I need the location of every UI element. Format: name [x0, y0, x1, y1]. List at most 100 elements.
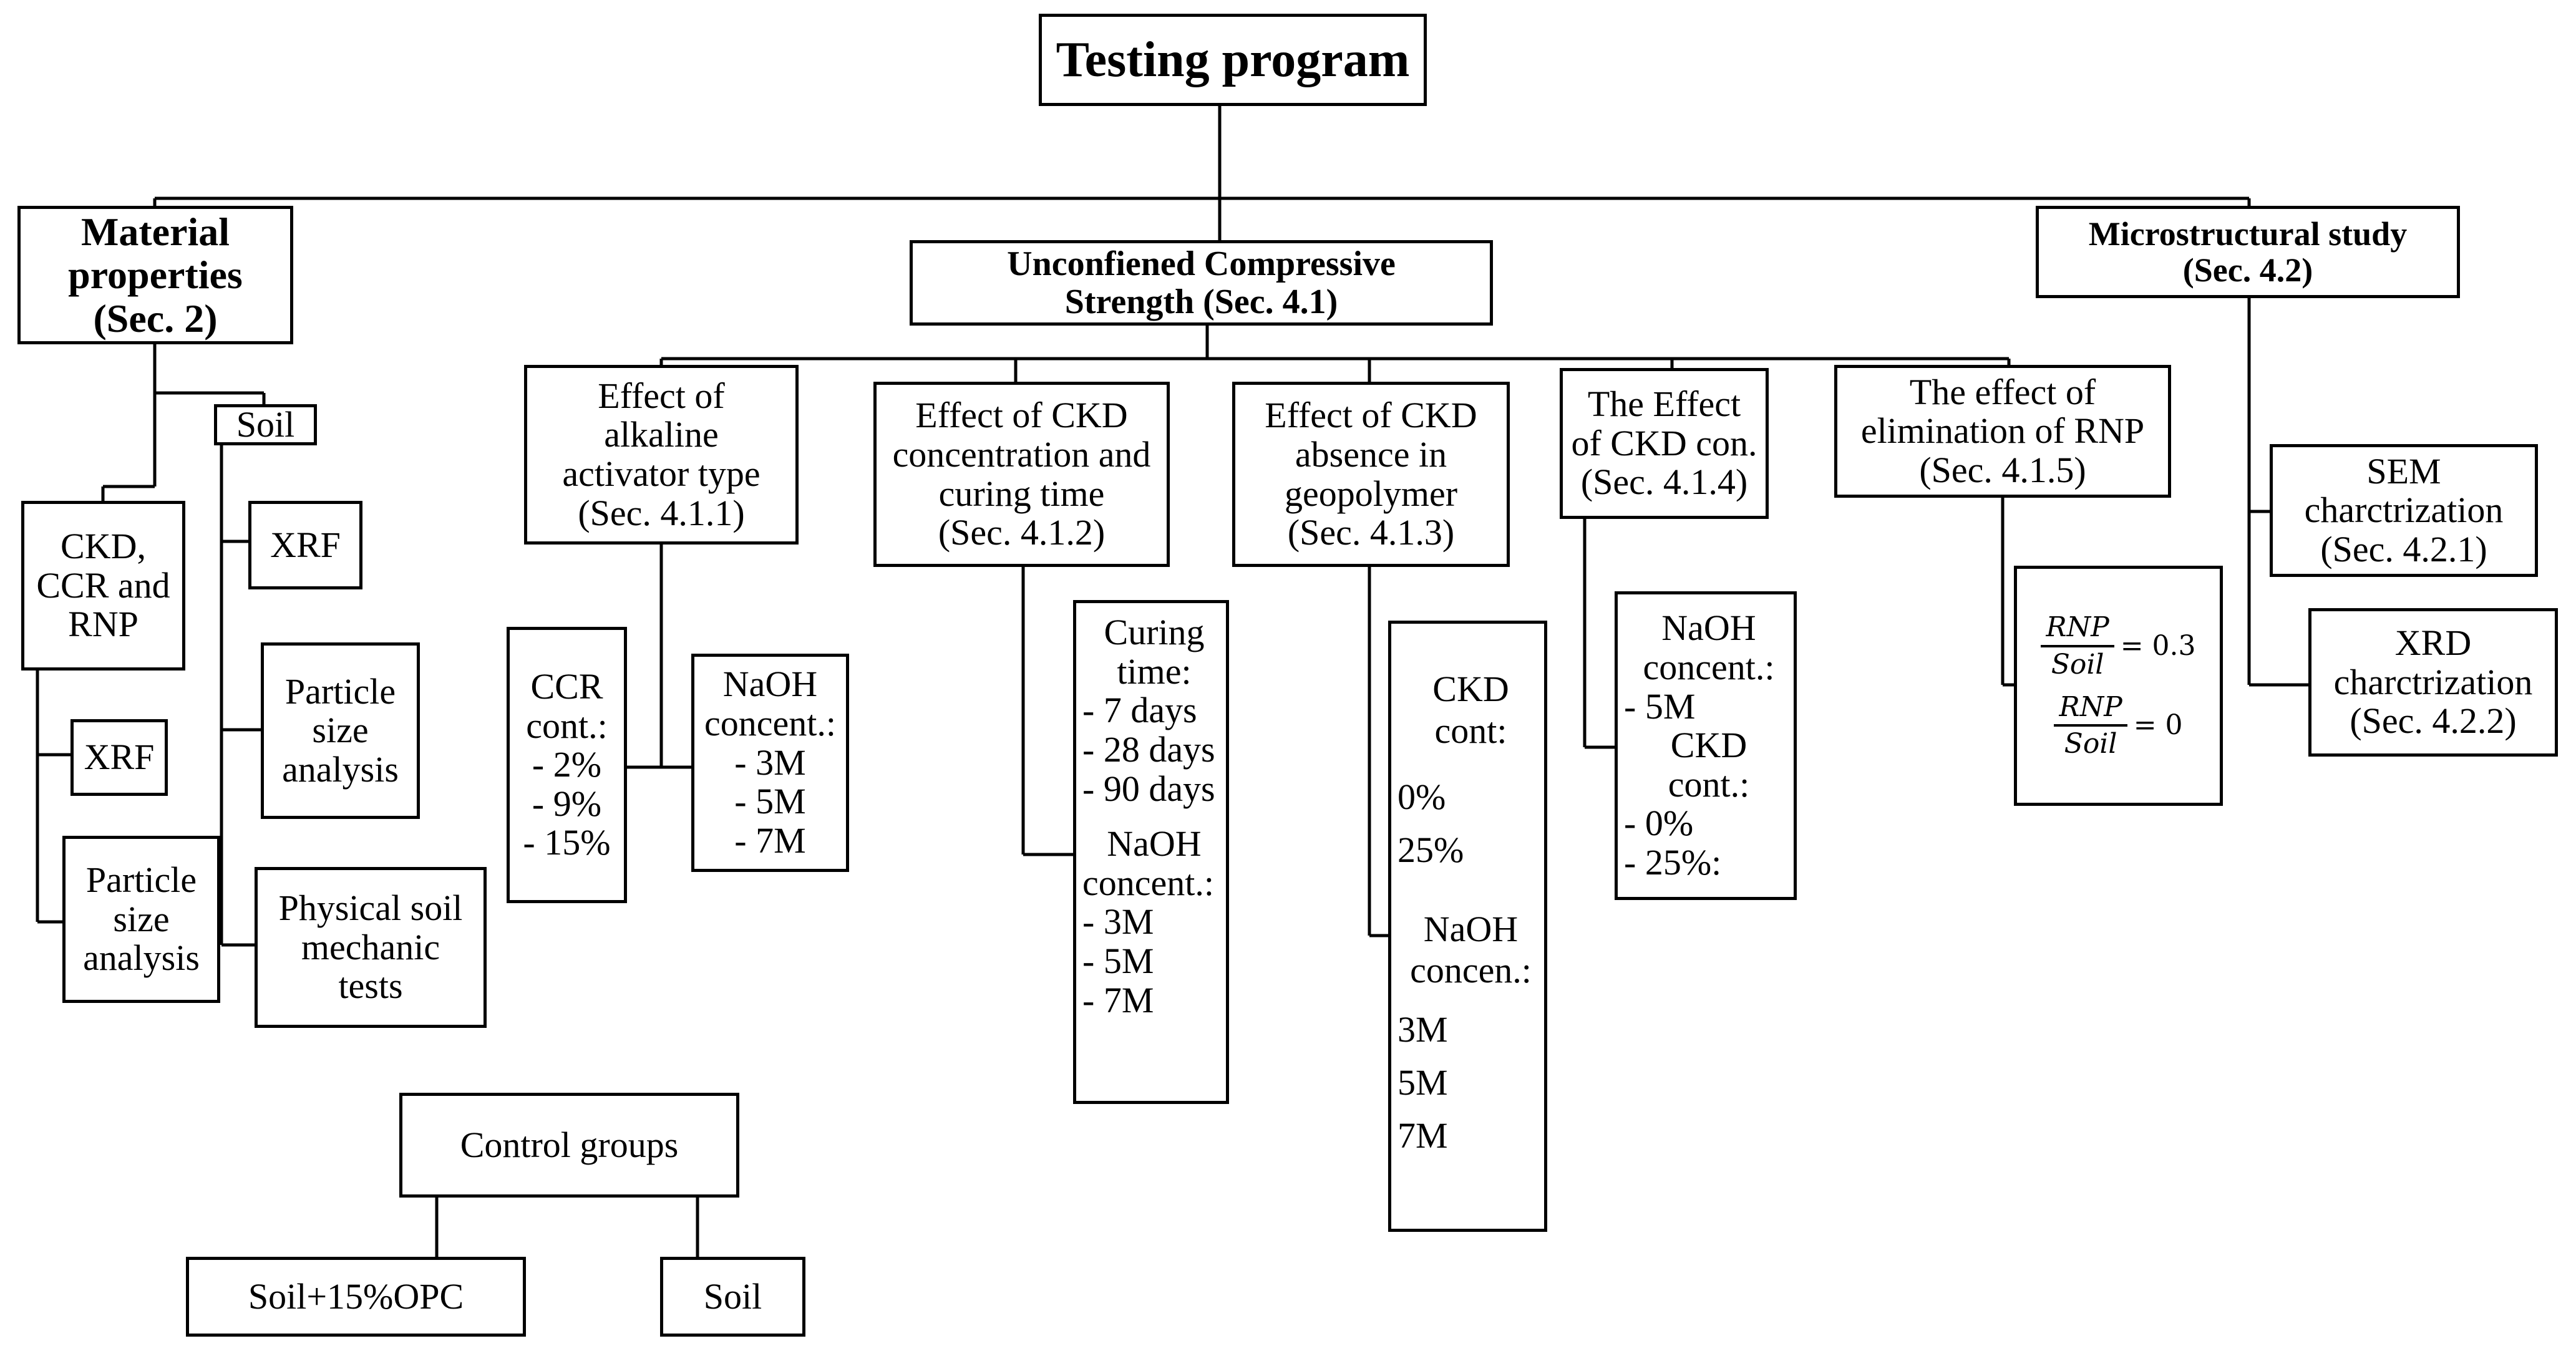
curing-line-4: - 28 days — [1082, 729, 1215, 770]
curing-line-5: - 90 days — [1082, 768, 1215, 809]
b3-ckd-val-2: 25% — [1397, 830, 1464, 871]
ratio-fraction-1: RNP Soil — [2041, 612, 2114, 679]
b2-line-4: (Sec. 4.1.2) — [938, 512, 1106, 553]
ratio2-value: = 0 — [2133, 709, 2183, 742]
b4-line-2: of CKD con. — [1571, 422, 1757, 463]
b1-naoh-line-4: - 5M — [734, 781, 806, 822]
ckd-absence-box: Effect of CKD absence in geopolymer (Sec… — [1232, 382, 1510, 567]
soil-phys-line-1: Physical soil — [278, 888, 463, 929]
ucs-box: Unconfiened Compressive Strength (Sec. 4… — [910, 240, 1493, 326]
b2-naoh-line-4: - 5M — [1082, 941, 1154, 981]
b3-line-3: geopolymer — [1284, 473, 1458, 514]
soil-phys-line-2: mechanic — [301, 926, 440, 967]
testing-program-box: Testing program — [1039, 14, 1427, 106]
b3-ckd-line-1: CKD — [1432, 669, 1509, 709]
soil-opc-box: Soil+15%OPC — [186, 1257, 526, 1337]
physical-soil-tests-box: Physical soil mechanic tests — [255, 867, 487, 1028]
soil-xrf-label: XRF — [270, 524, 341, 565]
ratio-row-1: RNP Soil = 0.3 — [2041, 612, 2196, 679]
b3-naoh-line-1: NaOH — [1423, 908, 1519, 949]
b4-detail-3: - 5M — [1624, 685, 1696, 727]
micro-line-1: Microstructural study — [2088, 215, 2408, 253]
soil-phys-line-3: tests — [338, 966, 403, 1007]
ckd-concentration-box: Effect of CKD concentration and curing t… — [873, 382, 1170, 567]
control-soil-box: Soil — [660, 1257, 805, 1337]
b1-naoh-line-1: NaOH — [722, 664, 818, 705]
curing-line-3: - 7 days — [1082, 690, 1197, 731]
ckd-con-box: The Effect of CKD con. (Sec. 4.1.4) — [1560, 368, 1769, 519]
soil-label: Soil — [236, 404, 295, 445]
ratio1-numerator: RNP — [2041, 612, 2114, 647]
xrd-line-2: charctrization — [2333, 661, 2533, 702]
soil-psa-line-2: size — [312, 710, 369, 751]
b2-line-3: curing time — [938, 473, 1105, 514]
ckd-psa-line-2: size — [113, 898, 170, 939]
sem-line-1: SEM — [2366, 450, 2441, 491]
ckd-psa-line-3: analysis — [83, 937, 200, 979]
soil-psa-line-3: analysis — [282, 748, 399, 790]
ckd-psa-line-1: Particle — [85, 859, 197, 901]
b2-line-1: Effect of CKD — [915, 395, 1128, 436]
ratio-fraction-2: RNP Soil — [2054, 692, 2127, 759]
ckd-particle-size-box: Particle size analysis — [62, 836, 220, 1003]
b3-naoh-val-2: 5M — [1397, 1062, 1448, 1103]
soil-psa-line-1: Particle — [284, 671, 396, 712]
b3-line-4: (Sec. 4.1.3) — [1287, 512, 1455, 553]
b3-ckd-line-2: cont: — [1434, 710, 1507, 751]
ratio1-denominator: Soil — [2051, 648, 2104, 680]
microstructural-box: Microstructural study (Sec. 4.2) — [2036, 206, 2460, 298]
b1-line-3: activator type — [562, 453, 761, 494]
ccr-line-5: - 15% — [523, 822, 611, 863]
b4-detail-2: concent.: — [1643, 646, 1775, 687]
xrd-line-1: XRD — [2394, 622, 2472, 664]
b3-naoh-line-2: concen.: — [1410, 950, 1532, 991]
material-title-line-1: Material — [80, 210, 230, 254]
xrd-line-3: (Sec. 4.2.2) — [2350, 700, 2517, 742]
ckd-group-line-2: CCR and — [36, 564, 170, 606]
soil-xrf-box: XRF — [248, 501, 362, 589]
b3-ckd-val-1: 0% — [1397, 777, 1446, 818]
b2-naoh-line-1: NaOH — [1107, 823, 1202, 864]
b1-line-4: (Sec. 4.1.1) — [578, 492, 745, 533]
xrd-box: XRD charctrization (Sec. 4.2.2) — [2308, 608, 2558, 757]
rnp-elimination-box: The effect of elimination of RNP (Sec. 4… — [1834, 365, 2171, 498]
b4-detail-7: - 25%: — [1624, 842, 1722, 883]
ckd-xrf-box: XRF — [70, 719, 168, 796]
b2-line-2: concentration and — [892, 433, 1151, 475]
ccr-content-box: CCR cont.: - 2% - 9% - 15% — [507, 627, 627, 903]
material-title-line-3: (Sec. 2) — [93, 296, 218, 341]
ccr-line-4: - 9% — [532, 783, 602, 824]
b5-line-3: (Sec. 4.1.5) — [1919, 449, 2086, 490]
soil-particle-size-box: Particle size analysis — [261, 642, 420, 819]
alkaline-activator-box: Effect of alkaline activator type (Sec. … — [524, 365, 799, 545]
ccr-line-3: - 2% — [532, 744, 602, 785]
b3-line-1: Effect of CKD — [1265, 395, 1477, 436]
ccr-line-1: CCR — [530, 666, 603, 707]
b4-detail-1: NaOH — [1661, 608, 1756, 649]
micro-line-2: (Sec. 4.2) — [2182, 251, 2313, 289]
b1-naoh-line-3: - 3M — [734, 742, 806, 783]
sem-box: SEM charctrization (Sec. 4.2.1) — [2270, 444, 2538, 577]
testing-program-title: Testing program — [1056, 32, 1410, 87]
ratio2-denominator: Soil — [2064, 728, 2117, 760]
b4-details-box: NaOH concent.: - 5M CKD cont.: - 0% - 25… — [1615, 591, 1797, 900]
control-soil-label: Soil — [703, 1276, 762, 1317]
ucs-line-2: Strength (Sec. 4.1) — [1064, 282, 1338, 321]
b5-line-1: The effect of — [1909, 371, 2096, 412]
control-groups-box: Control groups — [399, 1093, 739, 1198]
ckd-group-line-1: CKD, — [61, 526, 146, 567]
b2-naoh-line-3: - 3M — [1082, 901, 1154, 942]
ratio-row-2: RNP Soil = 0 — [2054, 692, 2183, 759]
sem-line-2: charctrization — [2304, 490, 2504, 531]
sem-line-3: (Sec. 4.2.1) — [2320, 528, 2487, 569]
soil-opc-label: Soil+15%OPC — [248, 1276, 464, 1317]
b4-detail-4: CKD — [1670, 725, 1747, 766]
material-title-line-2: properties — [68, 253, 243, 298]
ratio1-value: = 0.3 — [2120, 630, 2196, 662]
ccr-line-2: cont.: — [526, 705, 608, 746]
ratio2-numerator: RNP — [2054, 692, 2127, 727]
b4-detail-6: - 0% — [1624, 803, 1694, 844]
b4-line-1: The Effect — [1587, 384, 1741, 425]
b3-naoh-val-3: 7M — [1397, 1115, 1448, 1156]
